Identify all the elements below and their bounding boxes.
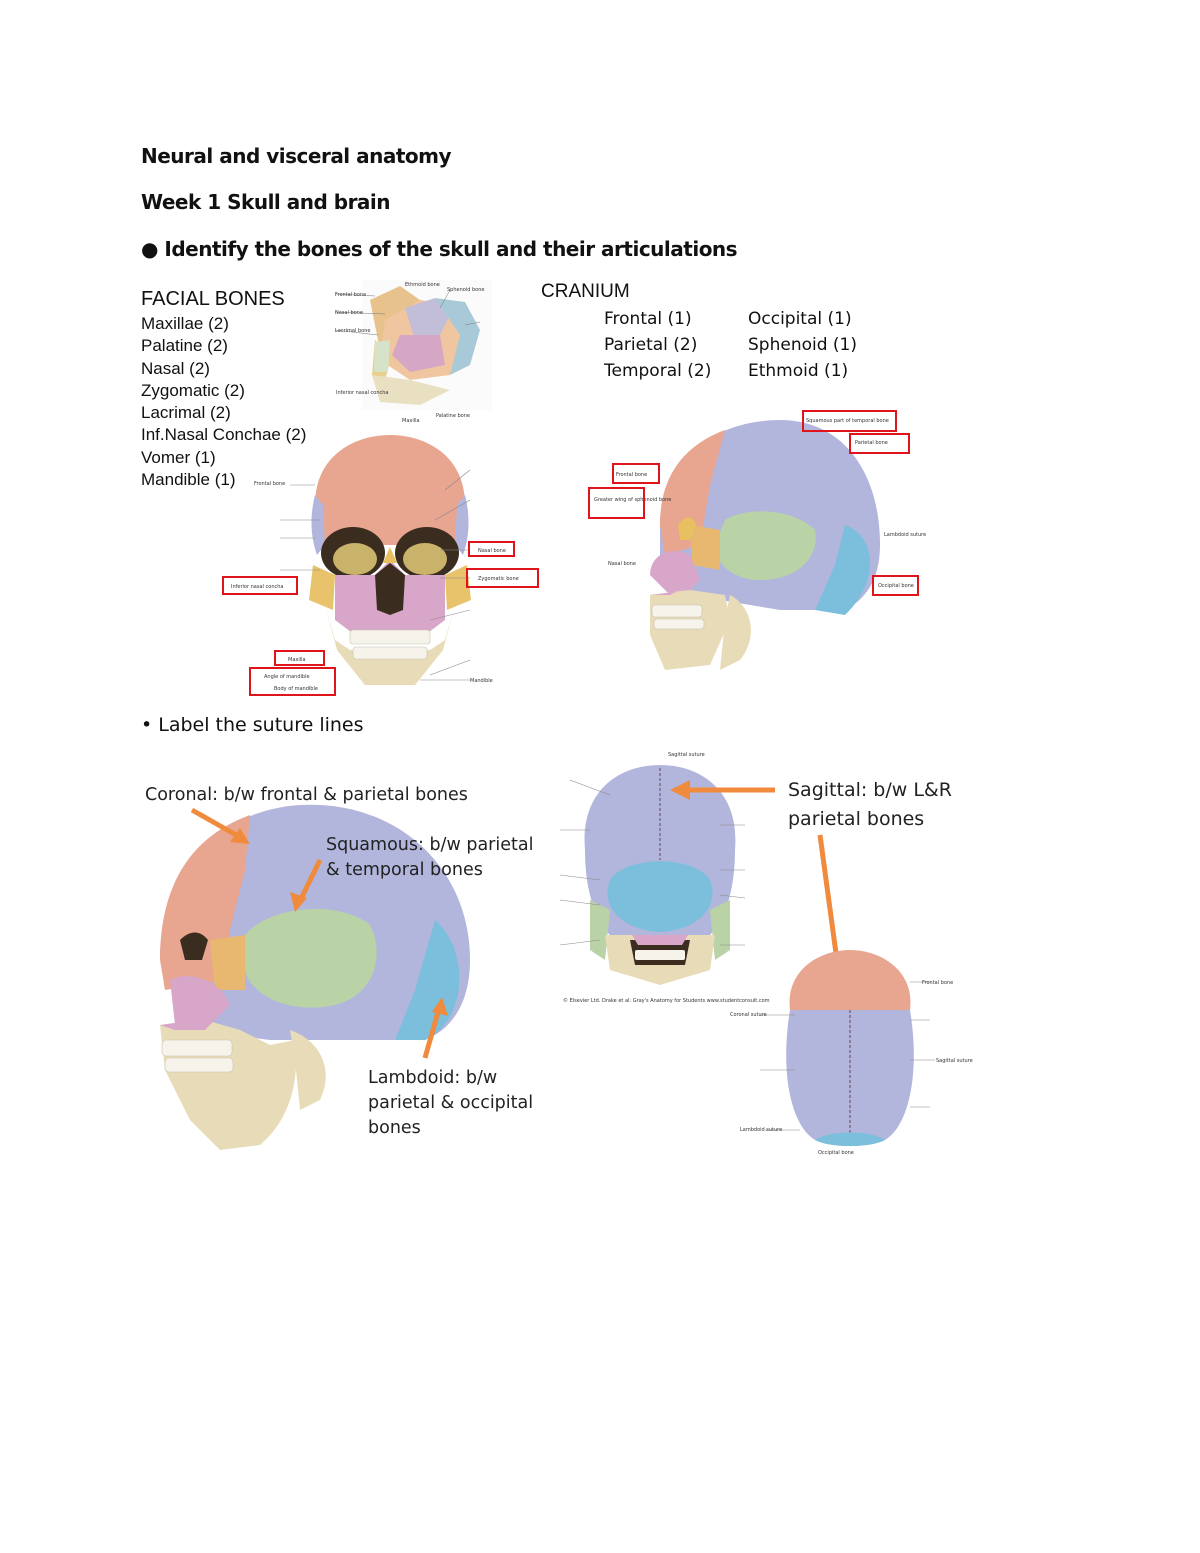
cranium-bone-item: Ethmoid (1) bbox=[748, 361, 849, 381]
side-label-occipital: Occipital bone bbox=[878, 583, 914, 589]
week-heading: Week 1 Skull and brain bbox=[141, 190, 391, 214]
highlight-box bbox=[468, 541, 515, 557]
front-label-mandible: Mandible bbox=[470, 678, 493, 684]
arrowhead-icon bbox=[670, 780, 690, 800]
facial-bone-item: Palatine (2) bbox=[141, 336, 228, 356]
lateral-skull-illustration bbox=[650, 420, 880, 670]
cranium-bone-item: Frontal (1) bbox=[604, 309, 692, 329]
posterior-skull-illustration bbox=[584, 765, 736, 985]
highlight-box bbox=[802, 410, 897, 432]
facial-bone-item: Inf.Nasal Conchae (2) bbox=[141, 425, 307, 445]
front-label-inferior-concha: Inferior nasal concha bbox=[231, 584, 284, 590]
cranium-bone-item: Parietal (2) bbox=[604, 335, 698, 355]
nasal-label-inferior-concha: Inferior nasal concha bbox=[336, 390, 389, 396]
highlight-box bbox=[612, 463, 660, 484]
highlight-box bbox=[588, 487, 645, 519]
side-label-squamous: Squamous part of temporal bone bbox=[806, 418, 889, 424]
lambdoid-suture-label-3: bones bbox=[368, 1118, 421, 1138]
cranium-title: CRANIUM bbox=[541, 281, 630, 302]
facial-bone-item: Maxillae (2) bbox=[141, 314, 229, 333]
nasal-label-maxilla: Maxilla bbox=[402, 418, 420, 424]
frontal-bone-shape bbox=[315, 435, 465, 545]
facial-bones-list: Maxillae (2) Palatine (2) Nasal (2) Zygo… bbox=[141, 313, 306, 491]
nasal-label-frontal: Frontal bone bbox=[335, 292, 367, 298]
nasal-cavity-illustration bbox=[334, 280, 492, 410]
highlight-box bbox=[274, 650, 325, 666]
squamous-suture-label-1: Squamous: b/w parietal bbox=[326, 835, 534, 855]
front-label-frontal: Frontal bone bbox=[254, 481, 286, 487]
post-label-sagittal: Sagittal suture bbox=[668, 752, 705, 758]
front-label-angle: Angle of mandible bbox=[264, 674, 310, 680]
nasal-label-lacrimal: Lacrimal bone bbox=[335, 328, 371, 334]
squamous-suture-label-2: & temporal bones bbox=[326, 860, 483, 880]
top-label-frontal: Frontal bone bbox=[922, 980, 954, 986]
cranium-list-col1: Frontal (1) Parietal (2) Temporal (2) bbox=[604, 306, 711, 384]
sagittal-suture-label-2: parietal bones bbox=[788, 808, 925, 830]
front-label-body: Body of mandible bbox=[274, 686, 318, 692]
facial-bone-item: Vomer (1) bbox=[141, 447, 216, 467]
lambdoid-arrow bbox=[422, 1004, 443, 1059]
side-label-frontal: Frontal bone bbox=[616, 472, 648, 478]
lateral-skull-sutures-illustration bbox=[160, 804, 470, 1150]
coronal-suture-label: Coronal: b/w frontal & parietal bones bbox=[145, 785, 468, 805]
facial-bone-item: Nasal (2) bbox=[141, 358, 210, 378]
arrowhead-icon bbox=[230, 828, 250, 844]
superior-skull-leaders bbox=[760, 981, 935, 1131]
side-label-greater-wing: Greater wing of sphenoid bone bbox=[594, 497, 672, 503]
document-title: Neural and visceral anatomy bbox=[141, 144, 452, 168]
anterior-skull-illustration bbox=[309, 435, 471, 685]
post-copyright: © Elsevier Ltd. Drake et al: Gray's Anat… bbox=[563, 998, 770, 1004]
arrowhead-icon bbox=[432, 997, 448, 1016]
top-label-coronal: Coronal suture bbox=[730, 1012, 767, 1018]
top-label-sagittal: Sagittal suture bbox=[936, 1058, 973, 1064]
top-label-lambdoid: Lambdoid suture bbox=[740, 1127, 783, 1133]
nasal-label-ethmoid: Ethmoid bone bbox=[405, 282, 440, 288]
highlight-box bbox=[872, 575, 919, 596]
side-label-parietal: Parietal bone bbox=[855, 440, 888, 446]
nasal-label-nasal: Nasal bone bbox=[335, 310, 363, 316]
side-label-nasal: Nasal bone bbox=[608, 561, 636, 567]
front-label-zygomatic: Zygomatic bone bbox=[478, 576, 519, 582]
facial-bone-item: Lacrimal (2) bbox=[141, 403, 231, 423]
posterior-skull-leaders bbox=[559, 779, 746, 946]
highlight-box bbox=[466, 568, 539, 588]
top-label-occipital: Occipital bone bbox=[818, 1150, 854, 1156]
front-label-maxilla: Maxilla bbox=[288, 657, 306, 663]
front-label-nasal: Nasal bone bbox=[478, 548, 506, 554]
side-label-lambdoid: Lambdoid suture bbox=[884, 532, 927, 538]
highlight-box bbox=[249, 667, 336, 696]
highlight-box bbox=[849, 433, 910, 454]
cranium-list-col2: Occipital (1) Sphenoid (1) Ethmoid (1) bbox=[748, 306, 857, 384]
suture-arrows-left bbox=[190, 807, 448, 1059]
objective-identify-bones: ● Identify the bones of the skull and th… bbox=[141, 237, 738, 261]
objective-label-sutures: • Label the suture lines bbox=[141, 714, 364, 736]
nasal-label-palatine: Palatine bone bbox=[436, 413, 470, 419]
cranium-bone-item: Occipital (1) bbox=[748, 309, 852, 329]
facial-bones-title: FACIAL BONES bbox=[141, 288, 285, 310]
cranium-bone-item: Temporal (2) bbox=[604, 361, 712, 381]
superior-skull-illustration bbox=[786, 950, 914, 1146]
sagittal-suture-label-1: Sagittal: b/w L&R bbox=[788, 779, 952, 801]
arrowhead-icon bbox=[290, 892, 307, 912]
lambdoid-suture-label-1: Lambdoid: b/w bbox=[368, 1068, 498, 1088]
anterior-skull-leaders bbox=[280, 469, 471, 681]
facial-bone-item: Zygomatic (2) bbox=[141, 380, 245, 400]
highlight-box bbox=[222, 576, 298, 595]
cranium-bone-item: Sphenoid (1) bbox=[748, 335, 857, 355]
nasal-label-sphenoid: Sphenoid bone bbox=[447, 287, 485, 293]
facial-bone-item: Mandible (1) bbox=[141, 470, 236, 490]
lambdoid-suture-label-2: parietal & occipital bbox=[368, 1093, 534, 1113]
